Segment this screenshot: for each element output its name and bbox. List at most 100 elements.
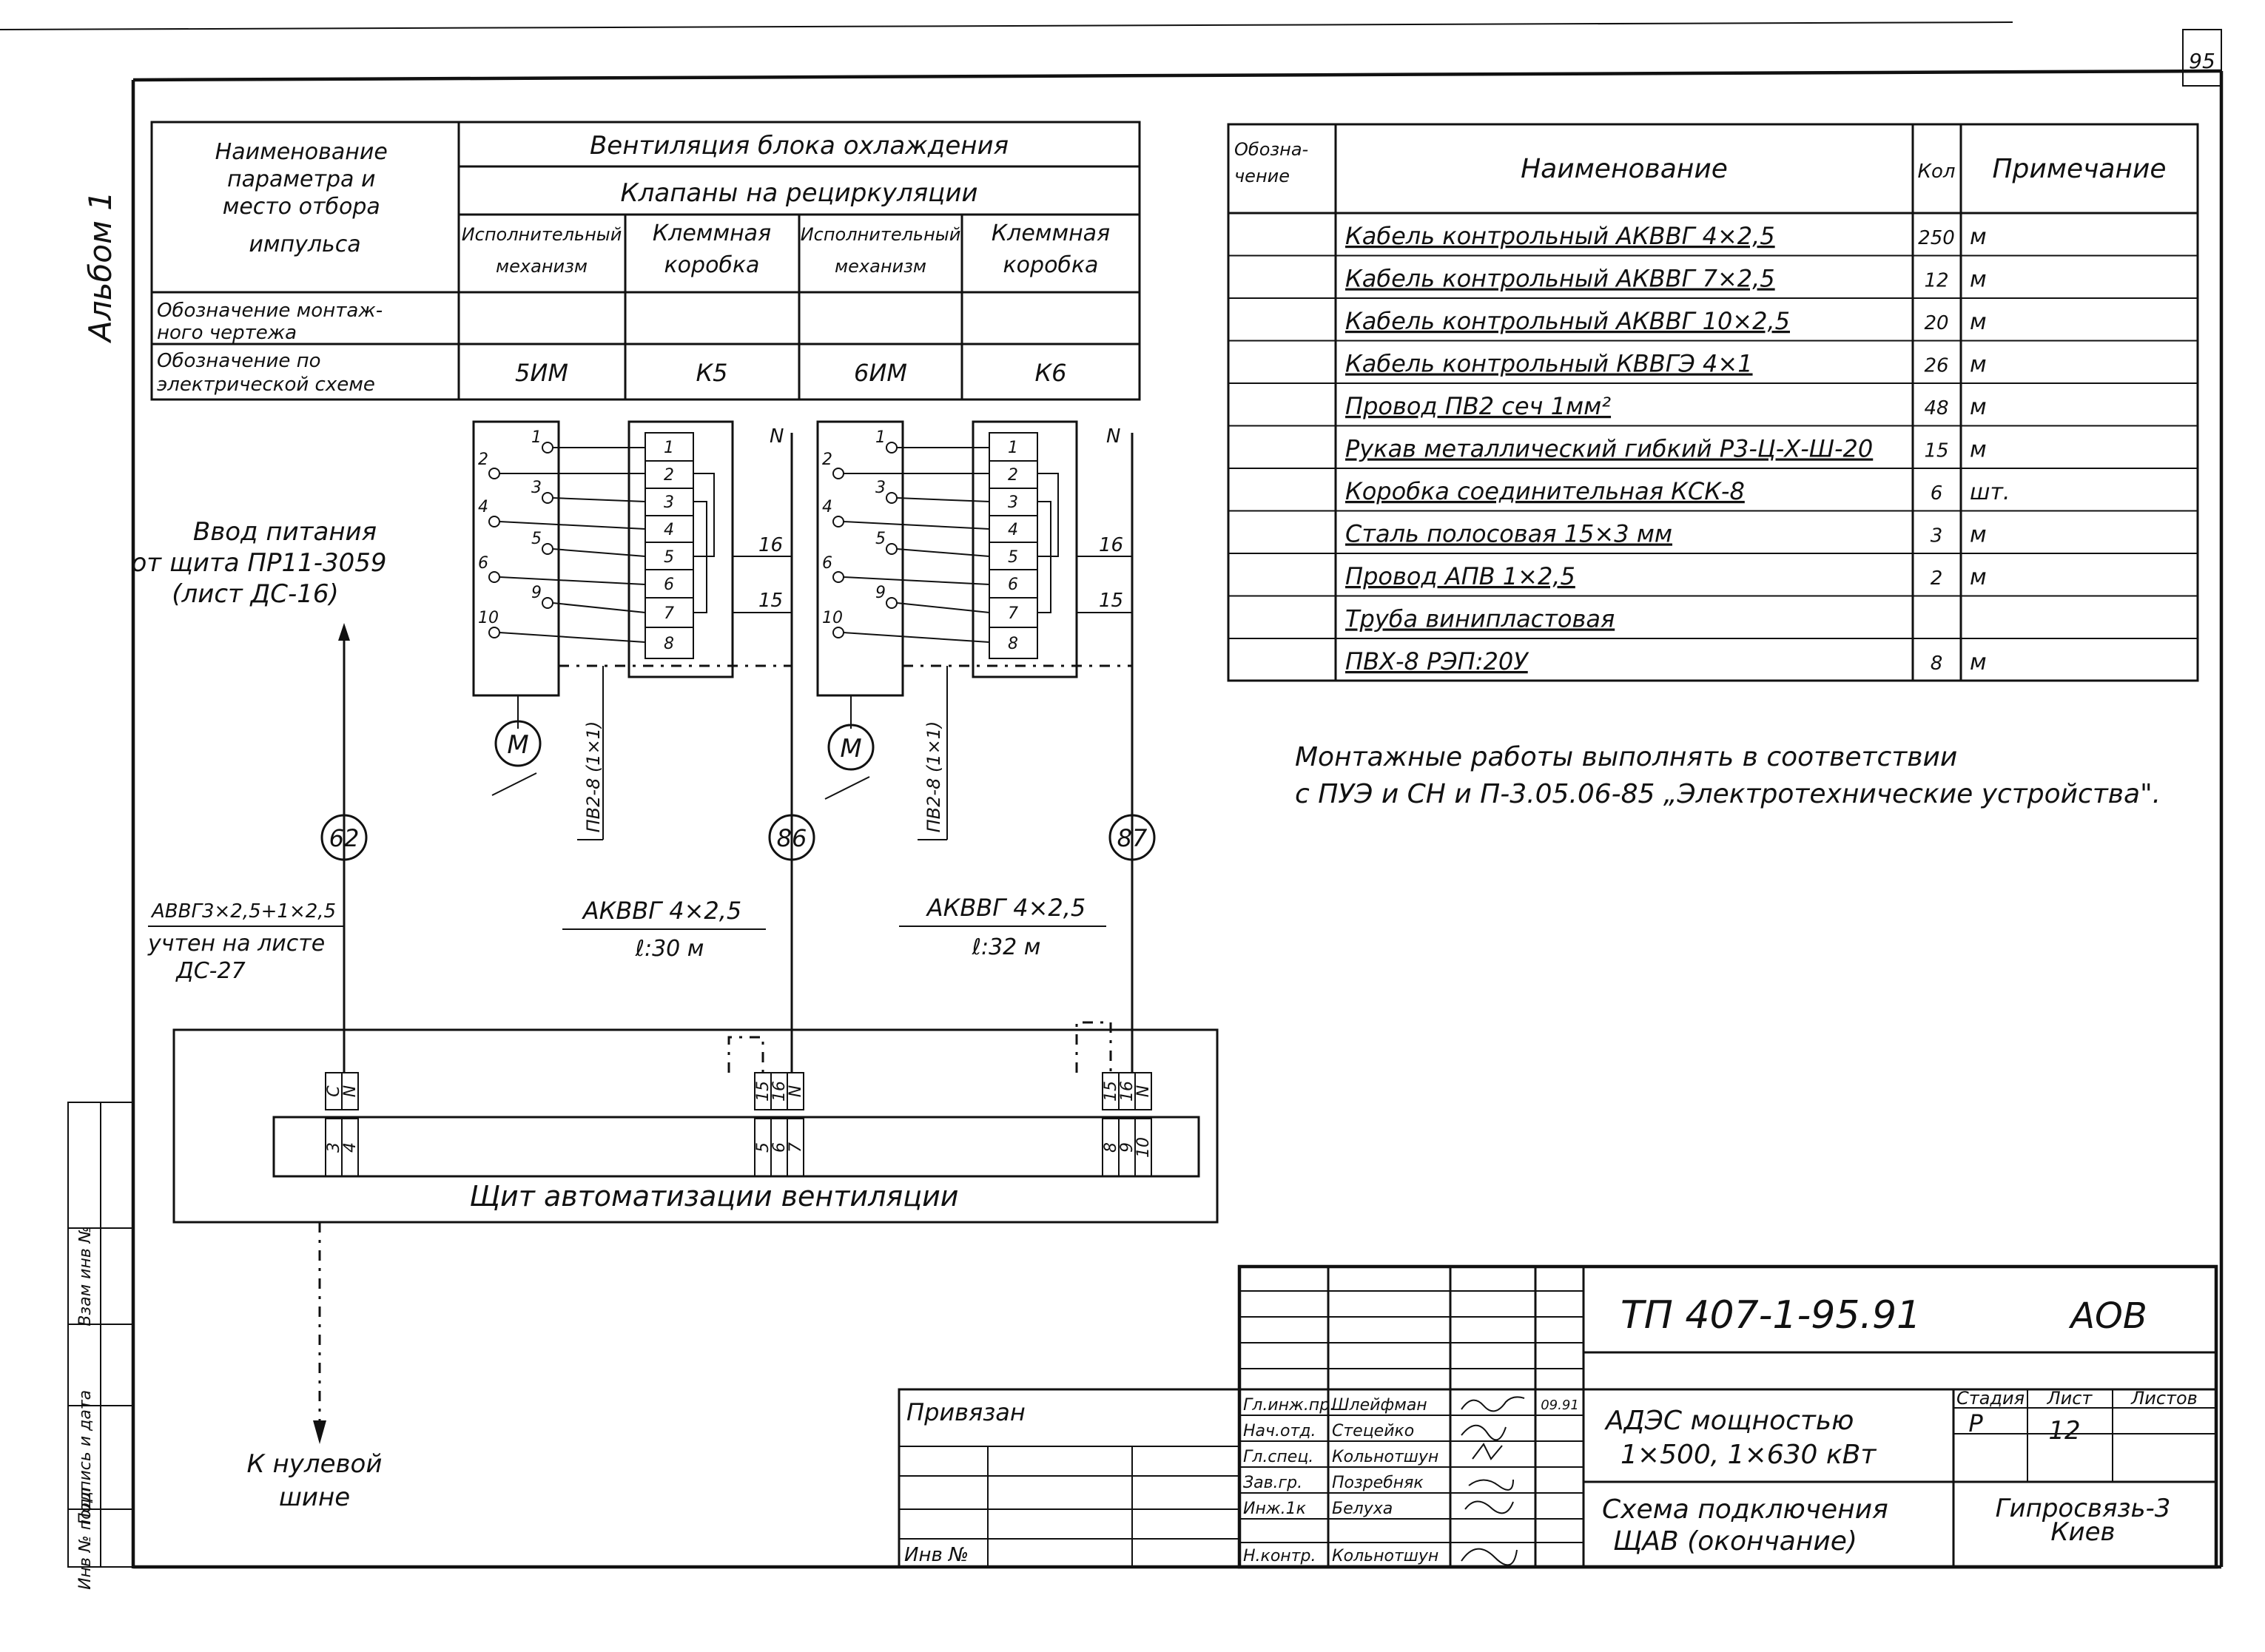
params-elec-k5: К5 xyxy=(696,359,727,387)
ground-label-line2: шине xyxy=(279,1483,350,1512)
title-block-roles: Гл.инж.пр.ШлейфманНач.отд.СтецейкоГл.спе… xyxy=(1243,1396,1438,1565)
box-terminal-label: 2 xyxy=(1008,466,1018,485)
box-terminal-label: 3 xyxy=(1008,493,1018,512)
automation-panel xyxy=(172,1021,1219,1224)
spec-row-qty: 8 xyxy=(1931,653,1943,675)
node-86-label: 86 xyxy=(777,824,807,852)
tb-name: Позребняк xyxy=(1332,1474,1424,1492)
box-terminal-label: 5 xyxy=(664,548,674,567)
panel-terminal-label: 6 xyxy=(770,1142,789,1153)
wire-16-left: 16 xyxy=(758,534,783,556)
panel-terminal-label: 9 xyxy=(1118,1142,1137,1153)
spec-row-note: м xyxy=(1970,650,1987,675)
power-input-line2: от щита ПР11-3059 xyxy=(131,548,386,578)
actuator-terminal-label: 3 xyxy=(875,479,886,497)
spec-row-name: Сталь полосовая 15×3 мм xyxy=(1345,520,1672,548)
box-terminal-label: 2 xyxy=(664,466,674,485)
panel-terminal-label: 5 xyxy=(754,1142,773,1153)
spec-row-qty: 250 xyxy=(1918,227,1955,249)
power-input-line1: Ввод питания xyxy=(193,517,377,547)
panel-terminal-label: N xyxy=(1134,1085,1153,1097)
actuator-terminal-label: 4 xyxy=(478,498,488,516)
box-terminal-label: 1 xyxy=(1008,439,1018,457)
spec-row-name: Рукав металлический гибкий Р3-Ц-Х-Ш-20 xyxy=(1345,435,1873,463)
power-input-line3: (лист ДС-16) xyxy=(172,579,339,609)
panel-terminal-label: 7 xyxy=(787,1142,805,1153)
panel-terminal-label: 3 xyxy=(325,1142,343,1153)
tb-name: Кольнотшун xyxy=(1332,1547,1438,1565)
terminal-box-k5 xyxy=(627,420,734,678)
node-87-label: 87 xyxy=(1117,824,1148,852)
spec-head-qty: Кол xyxy=(1918,161,1956,183)
panel-terminal-label: 16 xyxy=(1118,1081,1137,1102)
box-terminal-label: 3 xyxy=(664,493,674,512)
power-input-arrow xyxy=(338,623,350,641)
cable-left-note1: учтен на листе xyxy=(147,931,325,957)
tb-doc-code: ТП 407-1-95.91 xyxy=(1620,1293,1921,1338)
album-label: Альбом 1 xyxy=(82,191,118,344)
motor-6im xyxy=(827,724,875,771)
cable-mid-label: АКВВГ 4×2,5 xyxy=(582,897,742,925)
tb-name: Кольнотшун xyxy=(1332,1448,1438,1466)
box-terminal-label: 8 xyxy=(1008,635,1018,653)
cable-left-note2: ДС-27 xyxy=(175,958,245,984)
tb-org-line1: Гипросвязь-3 xyxy=(1996,1494,2171,1523)
spec-row-note: м xyxy=(1970,522,1987,548)
tb-project-line2: 1×500, 1×630 кВт xyxy=(1620,1440,1877,1470)
title-block-grid xyxy=(898,1264,2218,1569)
wiring-left xyxy=(473,433,793,1073)
spec-row-note: м xyxy=(1970,394,1987,420)
params-header-main: Вентиляция блока охлаждения xyxy=(590,131,1009,161)
actuator-terminal-label: 10 xyxy=(478,609,499,627)
params-elec-6im: 6ИМ xyxy=(854,359,907,387)
spec-row-qty: 48 xyxy=(1924,397,1948,419)
panel-terminal-label: 15 xyxy=(1102,1081,1120,1102)
box-terminal-label: 7 xyxy=(1008,604,1018,623)
tb-project-line1: АДЭС мощностью xyxy=(1604,1406,1854,1436)
spec-table-grid xyxy=(1227,123,2199,682)
side-stamp-sign: Подпись и дата xyxy=(76,1390,95,1525)
tb-suffix: АОВ xyxy=(2068,1295,2147,1337)
side-stamp-inv: Инв № подл xyxy=(76,1488,95,1590)
cable-left-label: АВВГ3×2,5+1×2,5 xyxy=(150,900,336,923)
actuator-terminal-label: 4 xyxy=(822,498,832,516)
node-62 xyxy=(320,814,368,861)
spec-row-qty: 26 xyxy=(1924,355,1948,377)
panel-terminal-label: N xyxy=(787,1085,805,1097)
tb-inv-label: Инв № xyxy=(904,1544,969,1566)
spec-row-qty: 20 xyxy=(1924,312,1948,334)
node-87 xyxy=(1108,814,1156,861)
actuator-terminal-label: 3 xyxy=(531,479,542,497)
panel-terminal-label: 8 xyxy=(1102,1142,1120,1153)
actuator-terminal-label: 2 xyxy=(478,451,488,469)
panel-terminal-label: N xyxy=(341,1085,360,1097)
spec-row-name: Труба винипластовая xyxy=(1345,605,1615,633)
params-elec-k6: К6 xyxy=(1034,359,1066,387)
spec-row-note: м xyxy=(1970,267,1987,293)
actuator-terminal-label: 9 xyxy=(531,584,542,602)
box-terminal-label: 6 xyxy=(664,576,674,594)
panel-label: Щит автоматизации вентиляции xyxy=(469,1180,958,1213)
box-terminal-label: 8 xyxy=(664,635,674,653)
tb-name: Стецейко xyxy=(1332,1422,1414,1440)
tb-sheet-title-line1: Схема подключения xyxy=(1602,1494,1888,1525)
tb-sheet-head: Лист xyxy=(2047,1388,2093,1409)
box-terminal-label: 4 xyxy=(1008,521,1018,539)
actuator-terminal-label: 2 xyxy=(822,451,832,469)
spec-row-name: Кабель контрольный АКВВГ 7×2,5 xyxy=(1345,265,1775,293)
spec-row-note: м xyxy=(1970,352,1987,378)
panel-terminal-label: 16 xyxy=(770,1081,789,1102)
side-stamp xyxy=(67,1102,134,1568)
spec-row-note: м xyxy=(1970,224,1987,250)
actuator-terminal-label: 6 xyxy=(822,554,832,573)
tb-role: Зав.гр. xyxy=(1243,1474,1302,1492)
spec-row-qty: 12 xyxy=(1924,270,1948,292)
tb-sheet: 12 xyxy=(2048,1416,2080,1446)
tb-role: Инж.1к xyxy=(1243,1500,1307,1518)
spec-row-name: Кабель контрольный АКВВГ 4×2,5 xyxy=(1345,222,1775,250)
